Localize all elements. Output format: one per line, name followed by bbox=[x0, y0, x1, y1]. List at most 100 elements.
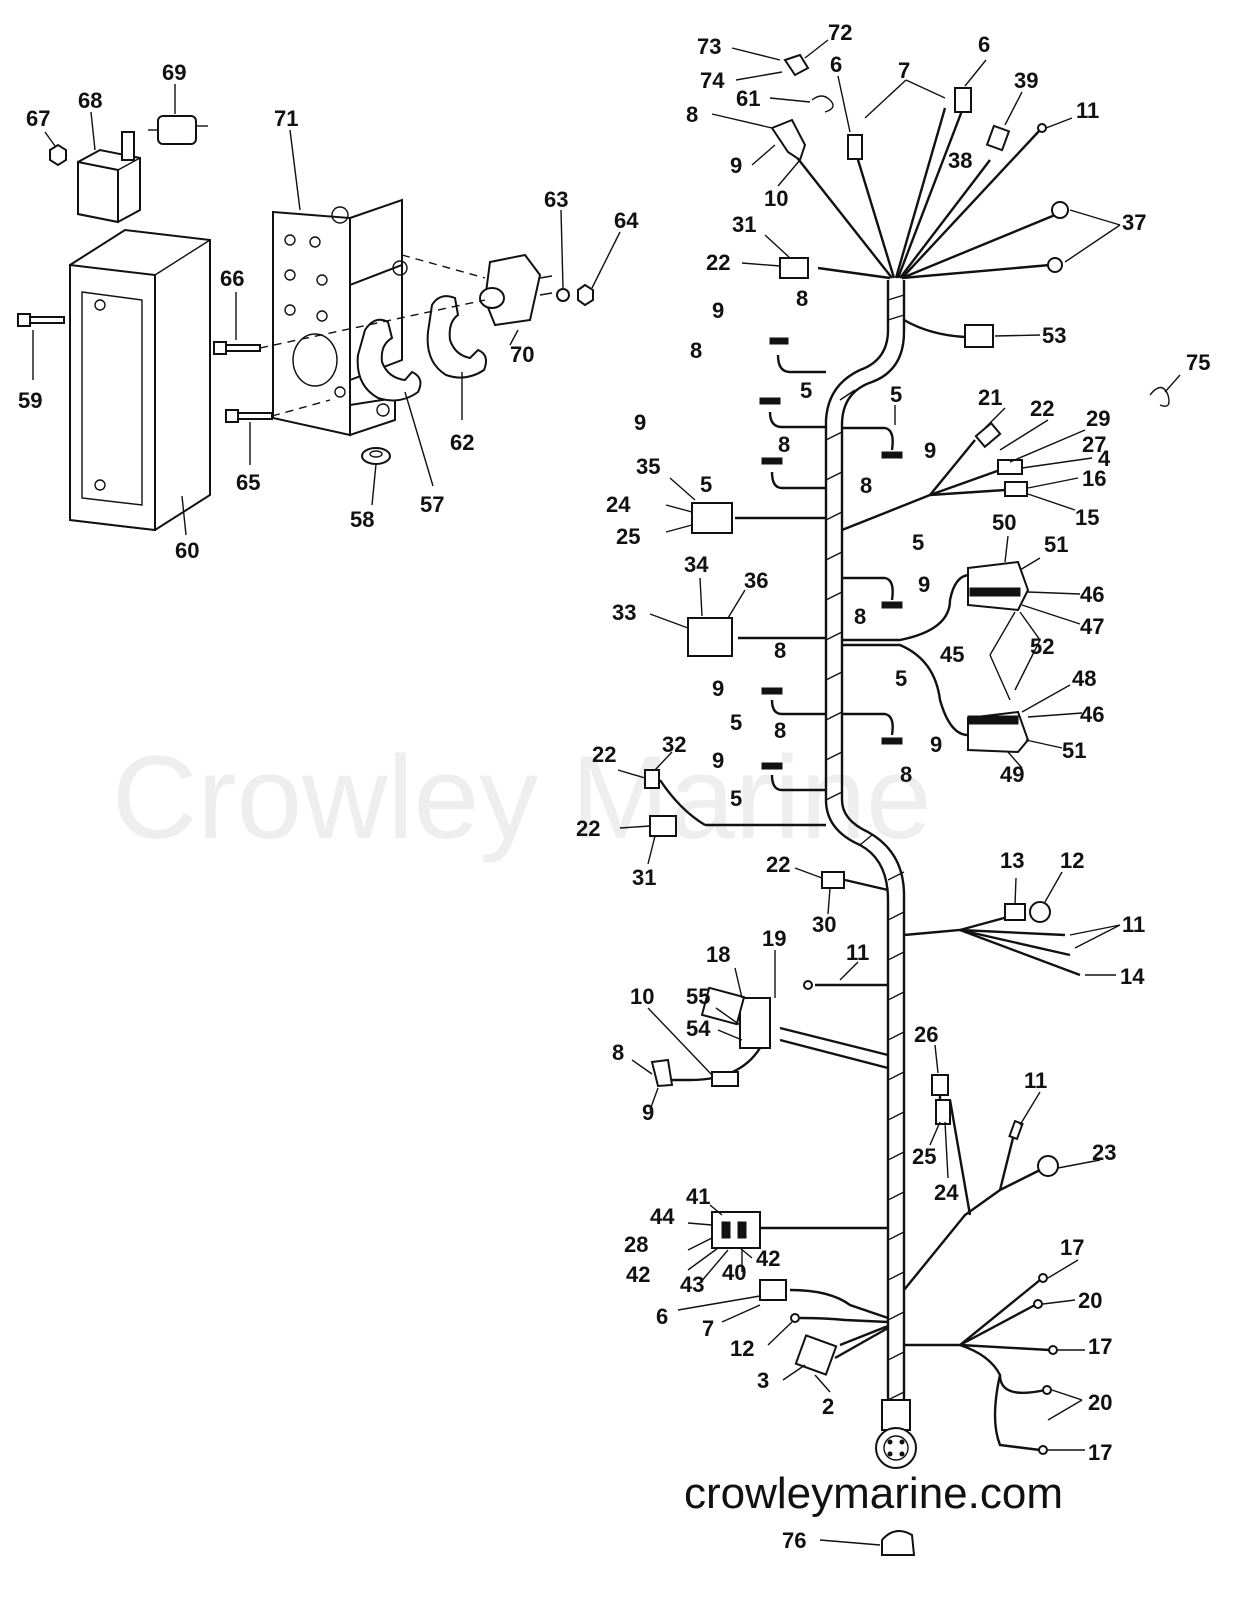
terminal-12b bbox=[790, 1313, 800, 1323]
callout-9f: 9 bbox=[712, 676, 724, 701]
callout-8b: 8 bbox=[796, 286, 808, 311]
connector-part-53 bbox=[964, 324, 994, 348]
callout-9e: 9 bbox=[918, 572, 930, 597]
terminal-17b bbox=[1048, 1345, 1058, 1355]
clamp-part-62 bbox=[426, 295, 487, 379]
callout-20a: 20 bbox=[1078, 1288, 1102, 1313]
washer-part-63 bbox=[556, 288, 570, 302]
ring-terminal-37b bbox=[1047, 257, 1063, 273]
callout-42a: 42 bbox=[626, 1262, 650, 1287]
cover-part-60 bbox=[69, 228, 211, 532]
terminal-20b bbox=[1042, 1385, 1052, 1395]
ring-terminal-12 bbox=[1029, 901, 1051, 923]
switch-part-70 bbox=[479, 253, 553, 327]
callout-22b: 22 bbox=[1030, 396, 1054, 421]
callout-70: 70 bbox=[510, 342, 534, 367]
callout-22a: 22 bbox=[706, 250, 730, 275]
callout-9d: 9 bbox=[924, 438, 936, 463]
callout-21: 21 bbox=[978, 385, 1002, 410]
callout-64: 64 bbox=[614, 208, 639, 233]
ring-terminal-37a bbox=[1051, 201, 1069, 219]
callout-59: 59 bbox=[18, 388, 42, 413]
connector-part-21 bbox=[974, 421, 1002, 449]
callout-53: 53 bbox=[1042, 323, 1066, 348]
callout-8e: 8 bbox=[860, 473, 872, 498]
grommet-part-72 bbox=[783, 53, 810, 77]
grommet-part-58 bbox=[361, 447, 391, 465]
callout-27: 27 bbox=[1082, 432, 1106, 457]
callout-12a: 12 bbox=[1060, 848, 1084, 873]
screw-part-65 bbox=[225, 409, 273, 423]
callout-24b: 24 bbox=[934, 1180, 959, 1205]
relay-part-68 bbox=[77, 131, 141, 224]
callout-3: 3 bbox=[757, 1368, 769, 1393]
callout-18: 18 bbox=[706, 942, 730, 967]
terminal-20a bbox=[1033, 1299, 1043, 1309]
callout-30: 30 bbox=[812, 912, 836, 937]
callout-60: 60 bbox=[175, 538, 199, 563]
connector-part-2 bbox=[794, 1334, 838, 1376]
callout-13: 13 bbox=[1000, 848, 1024, 873]
callout-51a: 51 bbox=[1044, 532, 1068, 557]
callout-8d: 8 bbox=[778, 432, 790, 457]
callout-5a: 5 bbox=[800, 378, 812, 403]
terminal-11c bbox=[803, 980, 813, 990]
callout-55: 55 bbox=[686, 984, 710, 1009]
callout-42b: 42 bbox=[756, 1246, 780, 1271]
callout-5c: 5 bbox=[700, 472, 712, 497]
clip-part-75 bbox=[1149, 386, 1170, 407]
callout-73: 73 bbox=[697, 34, 721, 59]
callout-11d: 11 bbox=[1024, 1068, 1047, 1093]
callout-6c: 6 bbox=[656, 1304, 668, 1329]
callout-15: 15 bbox=[1075, 505, 1099, 530]
callout-8h: 8 bbox=[900, 762, 912, 787]
watermark: Crowley Marine bbox=[112, 732, 932, 864]
callout-51b: 51 bbox=[1062, 738, 1086, 763]
callout-7a: 7 bbox=[898, 58, 910, 83]
wire-harness bbox=[644, 53, 1170, 1556]
callout-17c: 17 bbox=[1088, 1440, 1112, 1465]
cap-part-38 bbox=[985, 124, 1011, 152]
callout-37: 37 bbox=[1122, 210, 1146, 235]
callout-35: 35 bbox=[636, 454, 660, 479]
callout-14: 14 bbox=[1120, 964, 1145, 989]
callout-11b: 11 bbox=[1122, 912, 1145, 937]
callout-62: 62 bbox=[450, 430, 474, 455]
screw-part-59 bbox=[17, 313, 65, 327]
callout-5d: 5 bbox=[912, 530, 924, 555]
nut-part-67 bbox=[49, 143, 67, 167]
callout-2: 2 bbox=[822, 1394, 834, 1419]
callout-43: 43 bbox=[680, 1272, 704, 1297]
callout-67: 67 bbox=[26, 106, 50, 131]
callout-24a: 24 bbox=[606, 492, 631, 517]
callout-16: 16 bbox=[1082, 466, 1106, 491]
terminal-11d bbox=[1008, 1119, 1024, 1141]
callout-5b: 5 bbox=[890, 382, 902, 407]
callout-34: 34 bbox=[684, 552, 709, 577]
callout-9c: 9 bbox=[634, 410, 646, 435]
connector-part-31b bbox=[649, 815, 677, 837]
callout-57: 57 bbox=[420, 492, 444, 517]
callout-32: 32 bbox=[662, 732, 686, 757]
callout-22d: 22 bbox=[576, 816, 600, 841]
clamp-part-57 bbox=[356, 318, 422, 402]
callout-69: 69 bbox=[162, 60, 186, 85]
terminal-17a bbox=[1038, 1273, 1048, 1283]
callout-46a: 46 bbox=[1080, 582, 1104, 607]
callout-71: 71 bbox=[274, 106, 298, 131]
callout-52: 52 bbox=[1030, 634, 1054, 659]
bracket-assembly bbox=[17, 84, 621, 536]
connector-part-13 bbox=[1004, 903, 1026, 921]
callout-6a: 6 bbox=[830, 52, 842, 77]
callout-38: 38 bbox=[948, 148, 972, 173]
connector-part-8 bbox=[770, 118, 807, 162]
connector-part-32 bbox=[644, 769, 660, 789]
callout-44: 44 bbox=[650, 1204, 675, 1229]
callout-22e: 22 bbox=[766, 852, 790, 877]
callout-10b: 10 bbox=[630, 984, 654, 1009]
callout-8i: 8 bbox=[774, 718, 786, 743]
leader-lines bbox=[617, 39, 1181, 1546]
connector-part-6 bbox=[847, 134, 863, 160]
main-connector-plug bbox=[875, 1399, 917, 1469]
callout-9h: 9 bbox=[712, 748, 724, 773]
